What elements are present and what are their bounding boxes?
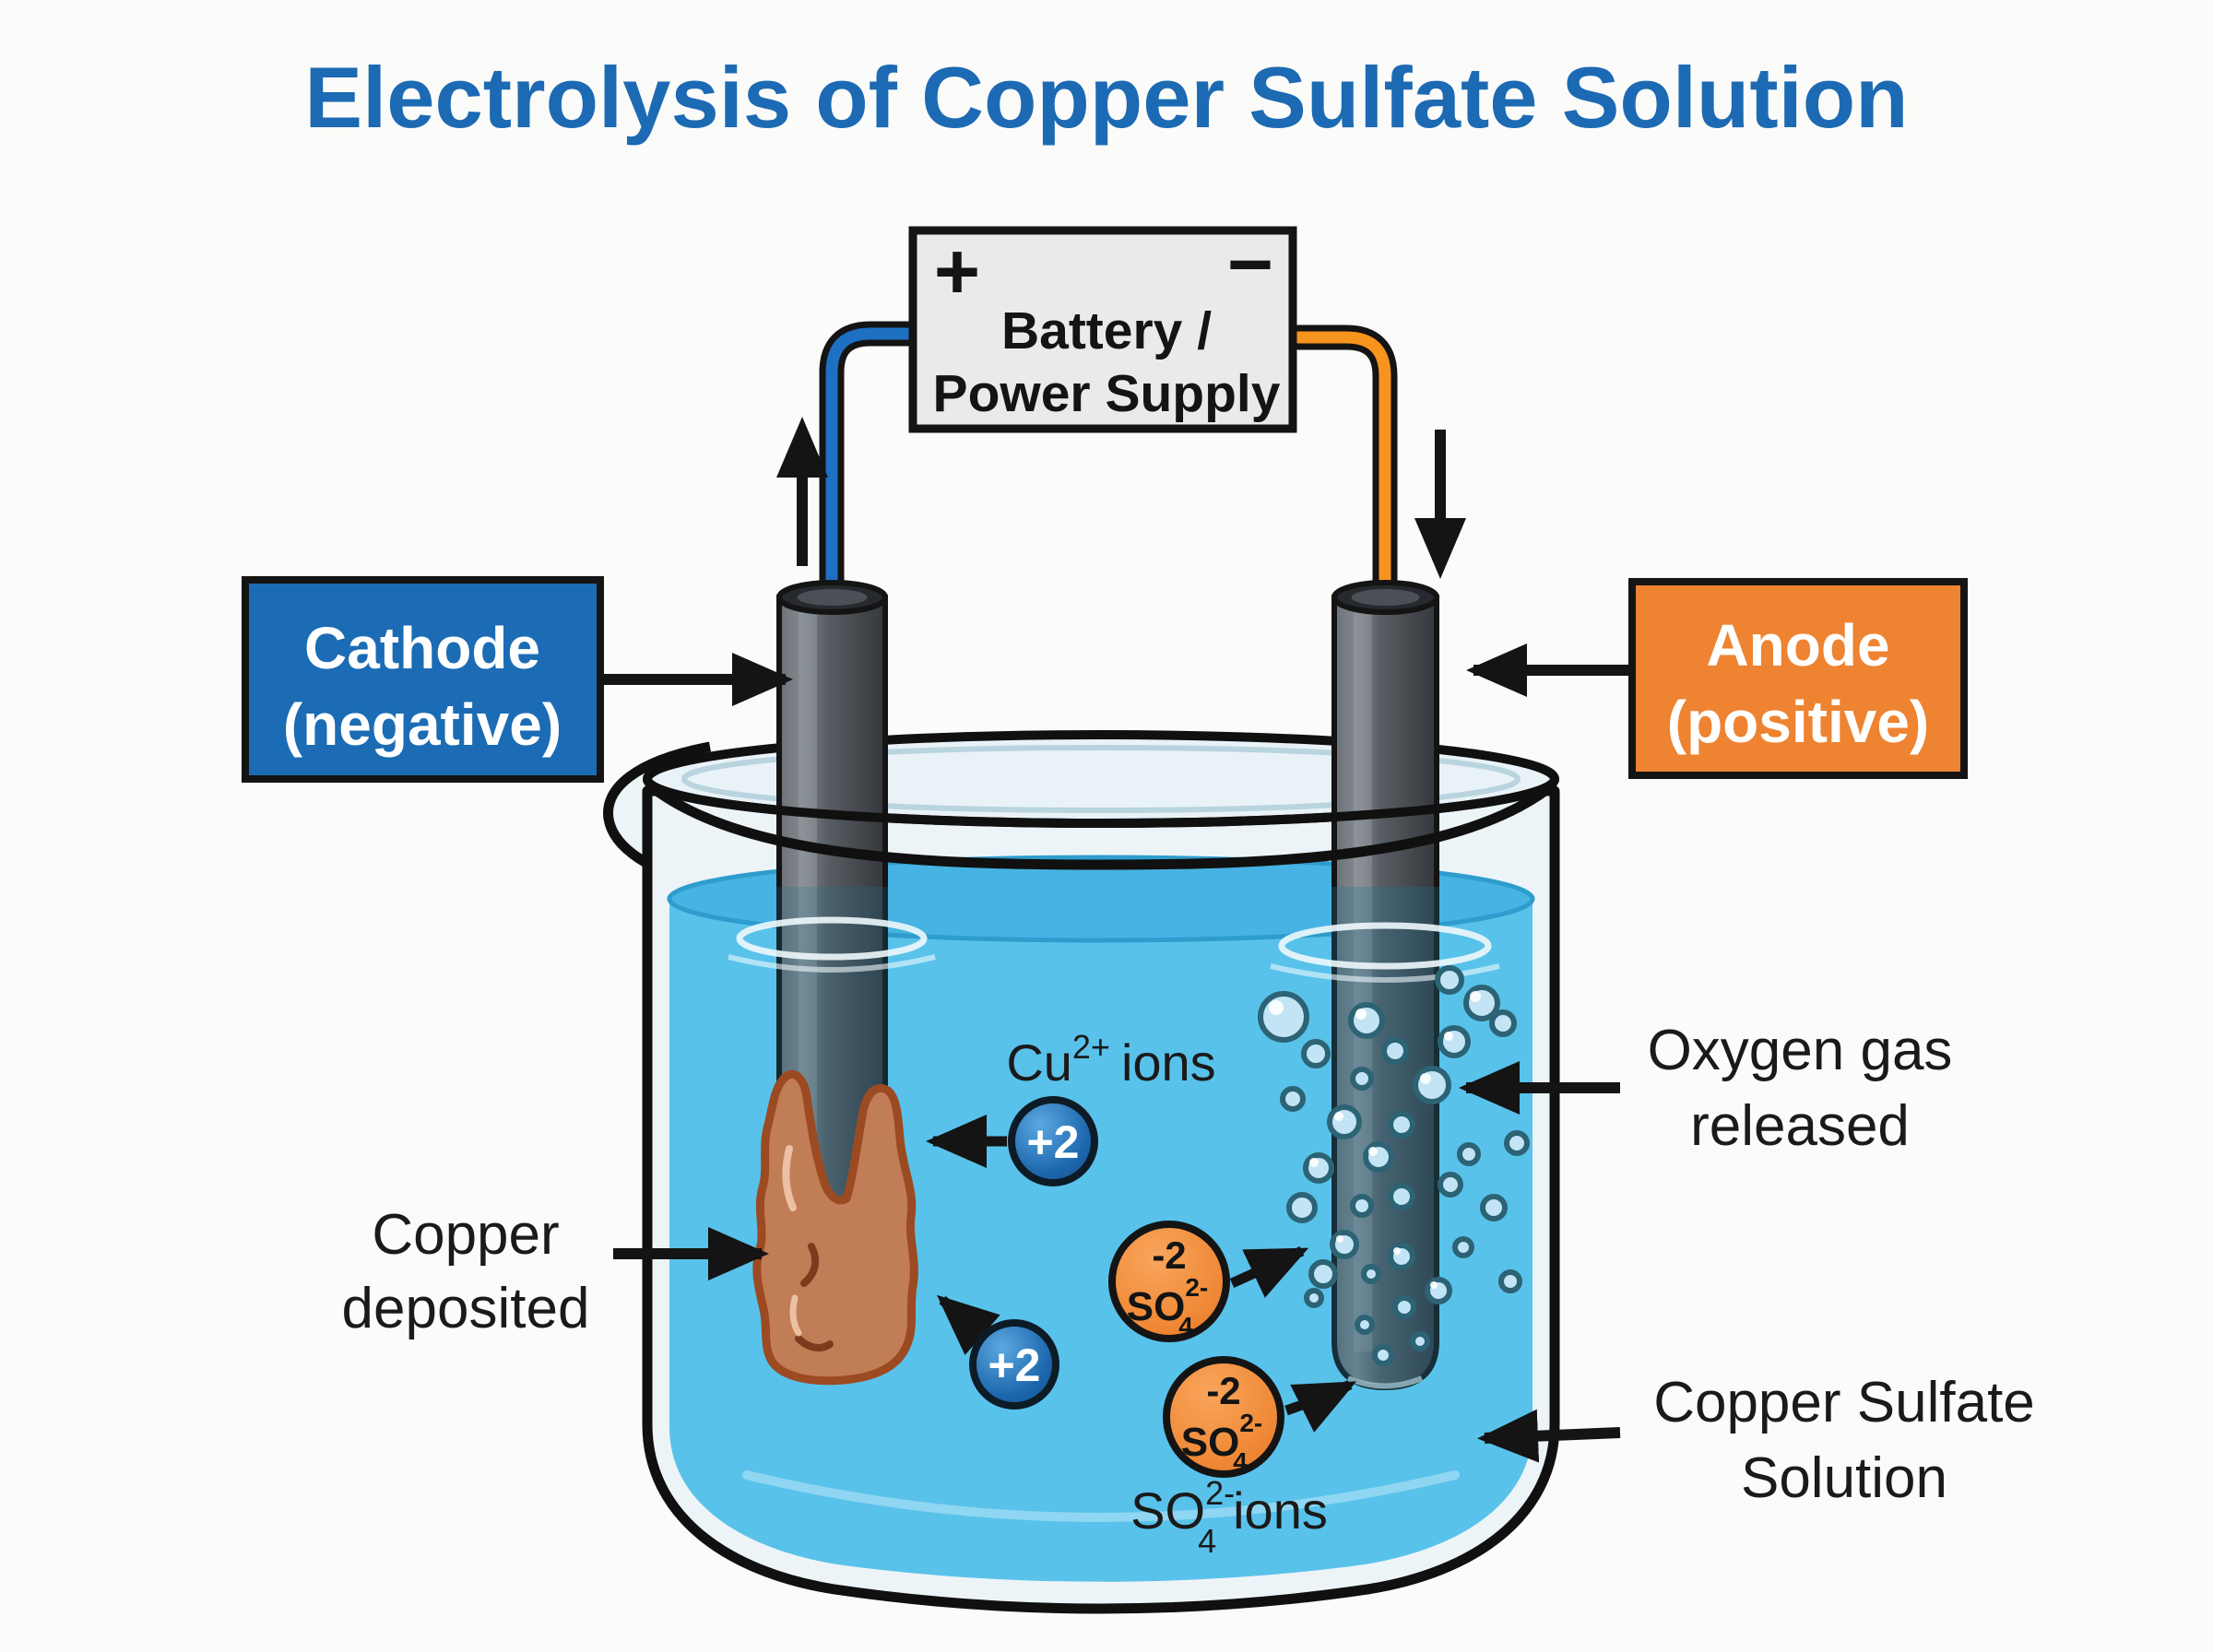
so4-ions-label: SO2-4ions [1130, 1474, 1328, 1560]
anode-label-line2: (positive) [1667, 689, 1929, 755]
cathode-top-inner [797, 589, 868, 606]
battery-label-line1: Battery / [1001, 301, 1212, 360]
so4-ion-arrow-2 [1284, 1380, 1357, 1433]
cathode-label-box [242, 576, 604, 783]
circuit-wires [819, 321, 1398, 623]
cu-ion-1-charge: +2 [1026, 1116, 1079, 1168]
beaker-inner-rim-line [681, 745, 1521, 813]
oxygen-bubbles [1258, 965, 1530, 1366]
solution-label-arrow [1477, 1409, 1621, 1463]
cathode-label-group: Cathode (negative) [242, 576, 793, 783]
so4-ion-2 [1163, 1356, 1284, 1478]
battery-box [908, 226, 1297, 433]
anode-electrode [1331, 580, 1439, 1391]
copper-deposited-group: Copper deposited [342, 1203, 769, 1340]
cu-ions-group: Cu2+ions +2 +2 [926, 1028, 1216, 1410]
battery-plus-terminal: + [934, 228, 980, 316]
oxygen-gas-line2: released [1690, 1094, 1910, 1158]
solution-label-line2: Solution [1741, 1446, 1947, 1510]
beaker-inner-bottom-arc [742, 1470, 1460, 1522]
rim-front-edge [643, 778, 1559, 828]
so4-ion-2-formula: SO2-4 [1181, 1409, 1262, 1476]
cu-ions-label: Cu2+ions [1006, 1028, 1215, 1092]
so4-ion-1-charge: -2 [1152, 1233, 1186, 1277]
anode-wire [1292, 331, 1391, 615]
cu-ion-2 [969, 1319, 1059, 1410]
cathode-label-line2: (negative) [283, 691, 562, 758]
solution-label-line1: Copper Sulfate [1653, 1371, 2035, 1434]
current-down-arrow [1414, 430, 1466, 579]
solution-label-group: Copper Sulfate Solution [1477, 1371, 2035, 1510]
anode-bottom-edge [1346, 1375, 1424, 1389]
oxygen-gas-group: Oxygen gas released [1459, 1019, 1953, 1158]
battery-minus-terminal: − [1227, 220, 1273, 309]
cathode-label-line1: Cathode [304, 615, 540, 681]
anode-top-inner [1351, 589, 1420, 606]
battery-label-line2: Power Supply [933, 364, 1281, 423]
anode-label-group: Anode (positive) [1466, 578, 1968, 779]
so4-ion-1-formula: SO2-4 [1127, 1273, 1208, 1340]
oxygen-gas-line1: Oxygen gas [1648, 1019, 1953, 1082]
copper-deposit [752, 1069, 918, 1386]
battery: + − Battery / Power Supply [908, 220, 1297, 433]
cu-ion-2-charge: +2 [988, 1339, 1040, 1391]
copper-deposited-line2: deposited [342, 1277, 590, 1340]
page-title: Electrolysis of Copper Sulfate Solution [304, 49, 1908, 146]
cathode-wire [825, 327, 922, 615]
so4-ion-2-charge: -2 [1206, 1369, 1240, 1412]
cu-ion-arrow-2 [936, 1294, 1000, 1356]
rim-band-lower-edge [644, 779, 1558, 870]
cu-ion-1 [1008, 1096, 1098, 1186]
anode-label-box [1628, 578, 1968, 779]
waterline-ripples [728, 916, 1500, 983]
anode-label-line1: Anode [1706, 612, 1889, 678]
copper-deposited-line1: Copper [372, 1203, 559, 1267]
so4-ions-group: -2 SO2-4 -2 SO2-4 SO2-4ions [1108, 1221, 1357, 1560]
so4-ion-arrow-1 [1229, 1246, 1309, 1298]
so4-ion-1 [1108, 1221, 1230, 1342]
current-up-arrow [776, 417, 828, 566]
